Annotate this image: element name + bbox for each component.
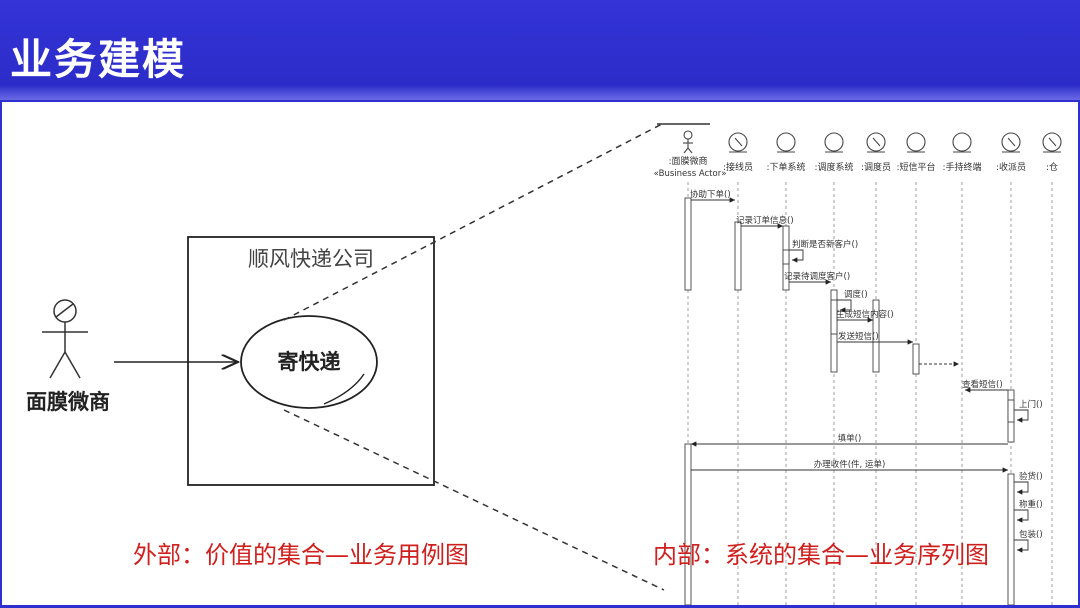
activation-bar (912, 343, 920, 375)
lifeline-label-8: :仓 (1046, 161, 1058, 173)
activation-bar (782, 249, 790, 265)
activation-bar (830, 299, 838, 335)
message-label: 填单() (838, 433, 862, 444)
activation-bar (872, 299, 880, 373)
message-10: 填单() (691, 433, 1008, 447)
actor-stereotype: «Business Actor» (654, 169, 727, 179)
message-label: 办理收件(件, 运单) (814, 459, 886, 470)
caption-right: 内部：系统的集合—业务序列图 (653, 541, 989, 569)
message-6: 发送短信() (837, 331, 913, 345)
message-label: 协助下单() (690, 189, 731, 200)
message-3: 记录待调度客户() (784, 271, 850, 285)
lifeline-icon-1 (728, 132, 748, 153)
activation-bar (734, 221, 742, 291)
message-label: 调度() (844, 289, 868, 300)
message-1: 记录订单信息() (736, 215, 794, 229)
message-14: 包装() (1014, 529, 1043, 553)
message-13: 称重() (1014, 499, 1043, 523)
activation-bar (684, 197, 692, 291)
message-4: 调度() (837, 289, 868, 313)
lifeline-icon-5 (906, 132, 926, 153)
message-9: 上门() (1014, 399, 1043, 423)
message-label: 上门() (1019, 399, 1043, 410)
usecase-ellipse (240, 315, 378, 409)
message-11: 办理收件(件, 运单) (691, 459, 1008, 473)
caption-left: 外部：价值的集合—业务用例图 (133, 541, 469, 569)
lifeline-icon-7 (1001, 132, 1021, 153)
message-8: 查看短信() (962, 379, 1008, 393)
zoom-line-top (283, 123, 663, 321)
message-label: 包装() (1019, 529, 1043, 540)
page-title: 业务建模 (10, 35, 187, 84)
actor-label: 面膜微商 (26, 390, 110, 414)
lifeline-icon-3 (824, 132, 844, 153)
activation-bar (1007, 399, 1015, 423)
usecase-label: 寄快递 (278, 350, 341, 374)
lifeline-icon-2 (776, 132, 796, 153)
actor-figure (42, 299, 88, 379)
sequence-diagram: «Business Actor» :面膜微商 :接线员 :下单系统 :调度系统 :调度员… (654, 123, 1062, 605)
zoom-line-bottom (283, 409, 665, 591)
message-label: 查看短信() (962, 379, 1003, 390)
message-0: 协助下单() (690, 189, 735, 203)
lifeline-label-4: :调度员 (861, 161, 891, 173)
content-panel: 面膜微商 顺风快递公司 寄快递 «Business Actor» : (2, 102, 1078, 605)
usecase-business-marker (323, 373, 365, 405)
activation-bar (1007, 473, 1015, 605)
message-label: 判断是否新客户() (792, 239, 858, 250)
lifeline-icon-6 (952, 132, 972, 153)
message-12: 验货() (1014, 471, 1043, 495)
system-boundary (187, 236, 435, 486)
diagram-canvas: 面膜微商 顺风快递公司 寄快递 «Business Actor» : (26, 123, 1062, 605)
message-5: 生成短信内容() (836, 309, 894, 323)
message-label: 记录待调度客户() (784, 271, 850, 282)
message-label: 生成短信内容() (836, 309, 894, 320)
message-label: 发送短信() (838, 331, 879, 342)
lifeline-label-7: :收派员 (996, 161, 1026, 173)
activation-bar (684, 443, 692, 605)
system-label: 顺风快递公司 (248, 247, 374, 271)
lifeline-label-5: :短信平台 (896, 161, 935, 173)
business-actor-icon (683, 130, 693, 154)
message-label: 验货() (1019, 471, 1043, 482)
message-label: 记录订单信息() (736, 215, 794, 226)
lifeline-label-3: :调度系统 (814, 161, 853, 173)
lifeline-label-6: :手持终端 (942, 161, 981, 173)
lifeline-label-0: :面膜微商 (668, 155, 707, 167)
lifeline-label-1: :接线员 (723, 161, 753, 173)
lifeline-icon-4 (866, 132, 886, 153)
message-2: 判断是否新客户() (789, 239, 858, 263)
lifeline-label-2: :下单系统 (766, 161, 805, 173)
lifeline-icon-8 (1042, 132, 1062, 153)
title-bar: 业务建模 (0, 0, 1080, 100)
message-label: 称重() (1019, 499, 1043, 510)
